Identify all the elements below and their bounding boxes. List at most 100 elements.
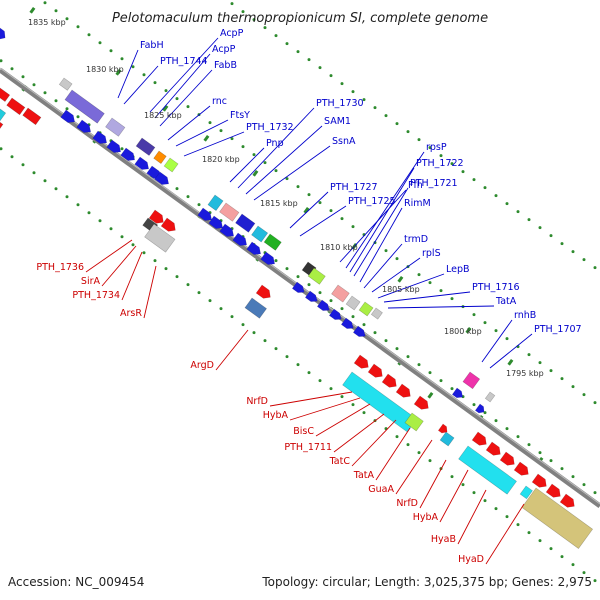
- gene-label-rpls-leader: [371, 257, 421, 293]
- gene-label-acpp-leader: [149, 37, 219, 113]
- gene-label-rnhb: rnhB: [514, 310, 536, 321]
- tick-dot: [527, 218, 531, 222]
- tick-dot: [571, 250, 575, 254]
- tick-mark: [397, 275, 404, 283]
- tick-dot: [582, 258, 586, 262]
- tick-dot: [252, 18, 256, 22]
- gene-label-ffh: Ffh: [408, 180, 423, 191]
- feature: [307, 267, 326, 285]
- tick-dot: [406, 355, 410, 359]
- tick-dot: [285, 42, 289, 46]
- tick-dot: [208, 299, 212, 303]
- ruler-label: 1805 kbp: [382, 285, 420, 294]
- tick-dot: [307, 283, 311, 287]
- feature: [0, 105, 7, 122]
- tick-dot: [593, 579, 597, 583]
- feature: [153, 150, 167, 164]
- tick-dot: [549, 369, 553, 373]
- tick-dot: [274, 347, 278, 351]
- tick-dot: [450, 162, 454, 166]
- tick-dot: [274, 34, 278, 38]
- tick-dot: [175, 275, 179, 279]
- tick-dot: [175, 187, 179, 191]
- tick-dot: [318, 66, 322, 70]
- forward-feature: [120, 147, 135, 161]
- tick-dot: [571, 385, 575, 389]
- reverse-feature: [367, 363, 383, 378]
- tick-dot: [395, 347, 399, 351]
- tick-dot: [395, 122, 399, 126]
- tick-dot: [450, 297, 454, 301]
- reverse-feature: [471, 431, 487, 446]
- tick-dot: [516, 523, 520, 527]
- tick-dot: [197, 291, 201, 295]
- tick-dot: [307, 371, 311, 375]
- tick-dot: [527, 443, 531, 447]
- forward-feature: [451, 387, 464, 398]
- feature: [64, 89, 105, 124]
- tick-dot: [43, 1, 47, 5]
- tick-dot: [428, 371, 432, 375]
- feature: [439, 431, 455, 447]
- tick-dot: [76, 25, 80, 29]
- tick-dot: [296, 363, 300, 367]
- gene-label-pth-1725-leader: [299, 205, 347, 237]
- tick-dot: [329, 209, 333, 213]
- tick-dot: [582, 571, 586, 575]
- ruler-label: 1795 kbp: [506, 369, 544, 378]
- gene-label-pth-1711: PTH_1711: [284, 442, 332, 453]
- gene-label-nrfd: NrfD: [396, 498, 418, 509]
- reverse-feature: [160, 217, 176, 232]
- forward-feature: [474, 403, 485, 414]
- gene-label-pth-1744: PTH_1744: [160, 56, 208, 67]
- feature: [521, 487, 594, 549]
- tick-dot: [351, 225, 355, 229]
- gene-label-lepb-leader: [377, 273, 445, 299]
- tick-dot: [593, 266, 597, 270]
- tick-dot: [505, 202, 509, 206]
- gene-label-pth-1722: PTH_1722: [416, 158, 464, 169]
- forward-feature: [76, 119, 91, 133]
- ruler-label: 1825 kbp: [144, 111, 182, 120]
- forward-feature: [340, 317, 354, 329]
- reverse-feature: [6, 97, 26, 116]
- gene-label-rimm-leader: [359, 207, 403, 283]
- gene-label-arsr-leader: [143, 265, 157, 319]
- tick-dot: [439, 154, 443, 158]
- reverse-feature: [353, 354, 369, 369]
- gene-label-hyba: HybA: [263, 410, 289, 421]
- reverse-feature: [148, 209, 164, 224]
- gene-label-pnp: Pnp: [266, 138, 284, 149]
- tick-dot: [285, 355, 289, 359]
- tick-dot: [483, 411, 487, 415]
- tick-dot: [263, 161, 267, 165]
- gene-label-acpp-leader: [154, 53, 211, 119]
- gene-label-tata-leader: [375, 427, 411, 481]
- tick-dot: [362, 323, 366, 327]
- tick-mark: [303, 206, 310, 214]
- tick-dot: [560, 242, 564, 246]
- forward-feature: [260, 251, 275, 265]
- gene-label-tata: TatA: [353, 470, 375, 481]
- gene-label-sira: SirA: [81, 276, 101, 287]
- tick-dot: [142, 73, 146, 77]
- tick-mark: [427, 391, 434, 399]
- forward-feature: [232, 232, 247, 246]
- tick-dot: [472, 491, 476, 495]
- gene-label-acpp: AcpP: [220, 28, 244, 39]
- tick-dot: [0, 59, 3, 63]
- gene-label-bisc: BisC: [293, 426, 314, 437]
- reverse-feature: [22, 107, 42, 126]
- tick-dot: [395, 257, 399, 261]
- tick-dot: [494, 507, 498, 511]
- gene-label-pth-1736-leader: [85, 239, 133, 273]
- gene-label-rimm: RimM: [404, 198, 431, 209]
- gene-label-fabb: FabB: [214, 60, 237, 71]
- tick-dot: [274, 259, 278, 263]
- tick-dot: [131, 243, 135, 247]
- gene-label-hyad-leader: [485, 503, 525, 565]
- tick-dot: [450, 387, 454, 391]
- forward-feature: [154, 171, 169, 185]
- reverse-feature: [545, 483, 561, 498]
- tick-dot: [428, 146, 432, 150]
